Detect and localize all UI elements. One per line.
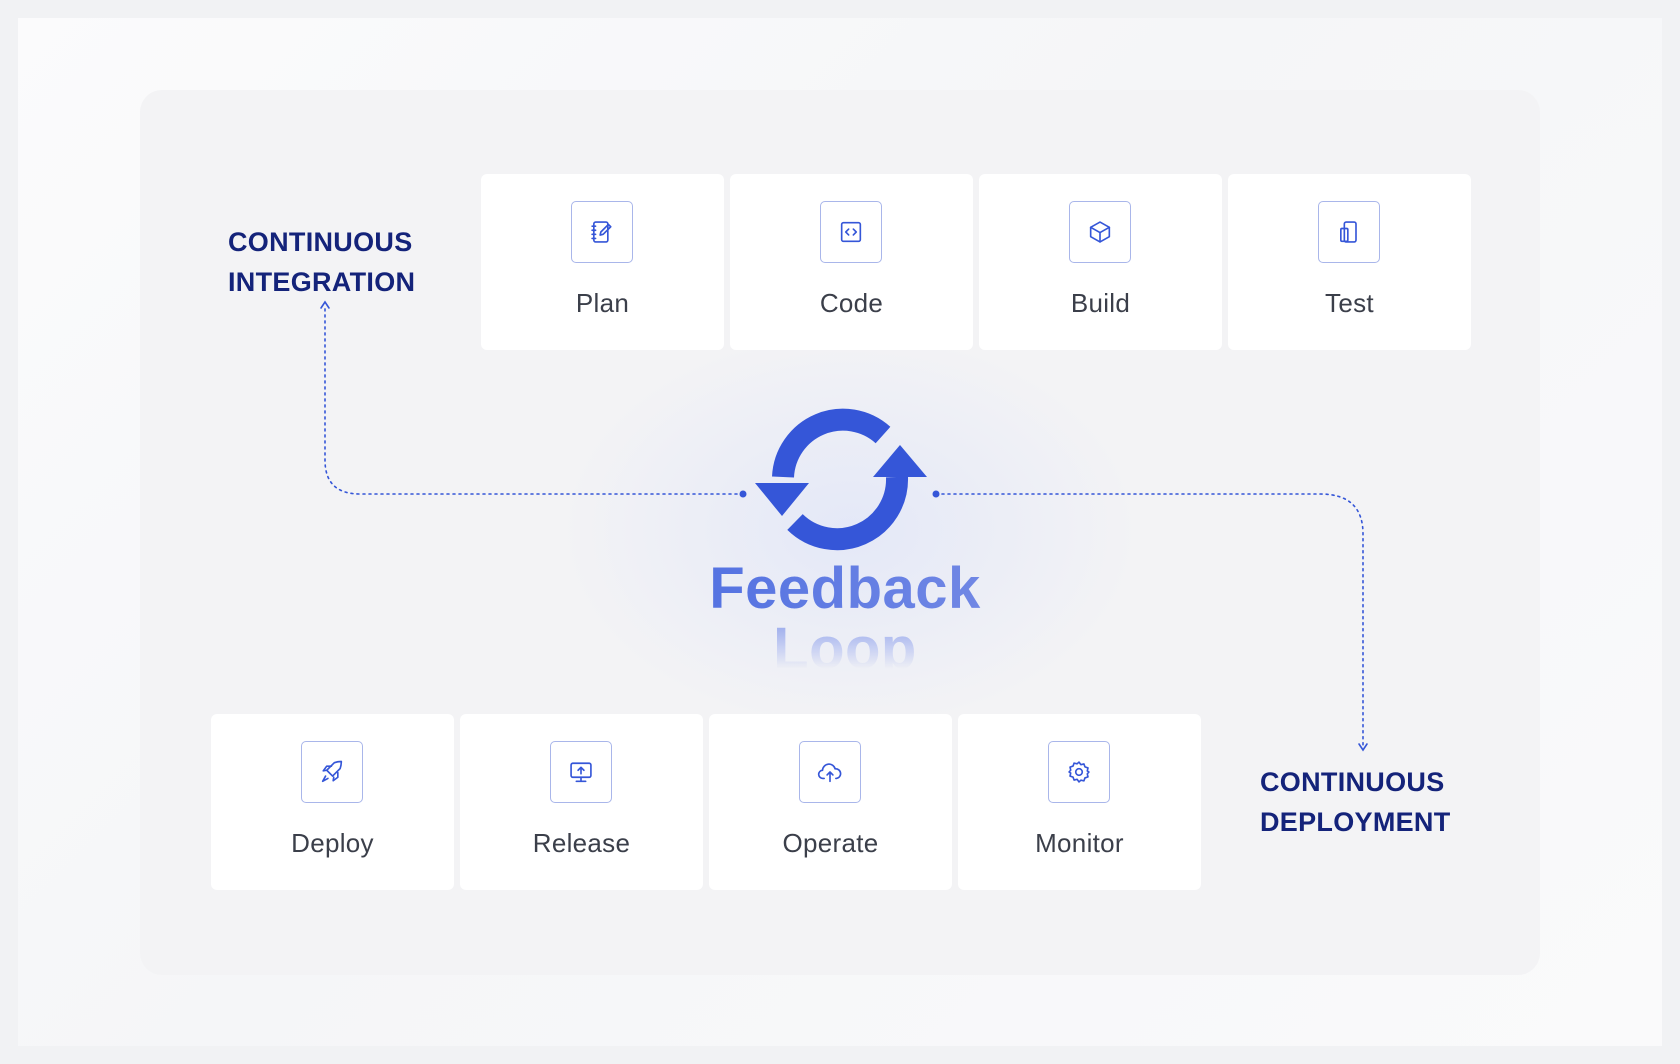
- notebook-edit-icon: [571, 201, 633, 263]
- stage-label: Operate: [782, 828, 879, 858]
- cd-label-line2: DEPLOYMENT: [1260, 807, 1451, 837]
- ci-label: CONTINUOUS INTEGRATION: [228, 222, 415, 302]
- stage-label: Release: [532, 828, 631, 858]
- ci-connector: [324, 305, 744, 495]
- stage-card-test[interactable]: Test: [1228, 174, 1471, 350]
- device-test-icon: [1318, 201, 1380, 263]
- stage-card-code[interactable]: Code: [730, 174, 973, 350]
- stage-card-monitor[interactable]: Monitor: [958, 714, 1201, 890]
- stage-card-build[interactable]: Build: [979, 174, 1222, 350]
- cd-endpoint: [932, 490, 940, 498]
- cd-label-line1: CONTINUOUS: [1260, 767, 1445, 797]
- refresh-cycle-icon: [755, 408, 927, 551]
- cube-icon: [1069, 201, 1131, 263]
- stage-label: Build: [1070, 288, 1131, 318]
- cd-label: CONTINUOUS DEPLOYMENT: [1260, 762, 1451, 842]
- stage-label: Monitor: [1035, 828, 1124, 858]
- stage-card-plan[interactable]: Plan: [481, 174, 724, 350]
- rocket-icon: [301, 741, 363, 803]
- code-brackets-icon: [820, 201, 882, 263]
- cd-arrowhead: [1358, 743, 1368, 752]
- stage-label: Deploy: [291, 828, 374, 858]
- monitor-upload-icon: [550, 741, 612, 803]
- ci-arrowhead: [320, 300, 330, 309]
- stage-card-deploy[interactable]: Deploy: [211, 714, 454, 890]
- ci-endpoint: [739, 490, 747, 498]
- gear-icon: [1048, 741, 1110, 803]
- stage-label: Plan: [575, 288, 630, 318]
- ci-label-line1: CONTINUOUS: [228, 227, 413, 257]
- cd-connector: [935, 493, 1364, 747]
- stage-card-release[interactable]: Release: [460, 714, 703, 890]
- stage-label: Test: [1325, 288, 1374, 318]
- center-subtitle: Loop: [600, 617, 1090, 669]
- center-title: Feedback: [600, 557, 1090, 621]
- cloud-upload-icon: [799, 741, 861, 803]
- stage-label: Code: [819, 288, 884, 318]
- stage-card-operate[interactable]: Operate: [709, 714, 952, 890]
- ci-label-line2: INTEGRATION: [228, 267, 416, 297]
